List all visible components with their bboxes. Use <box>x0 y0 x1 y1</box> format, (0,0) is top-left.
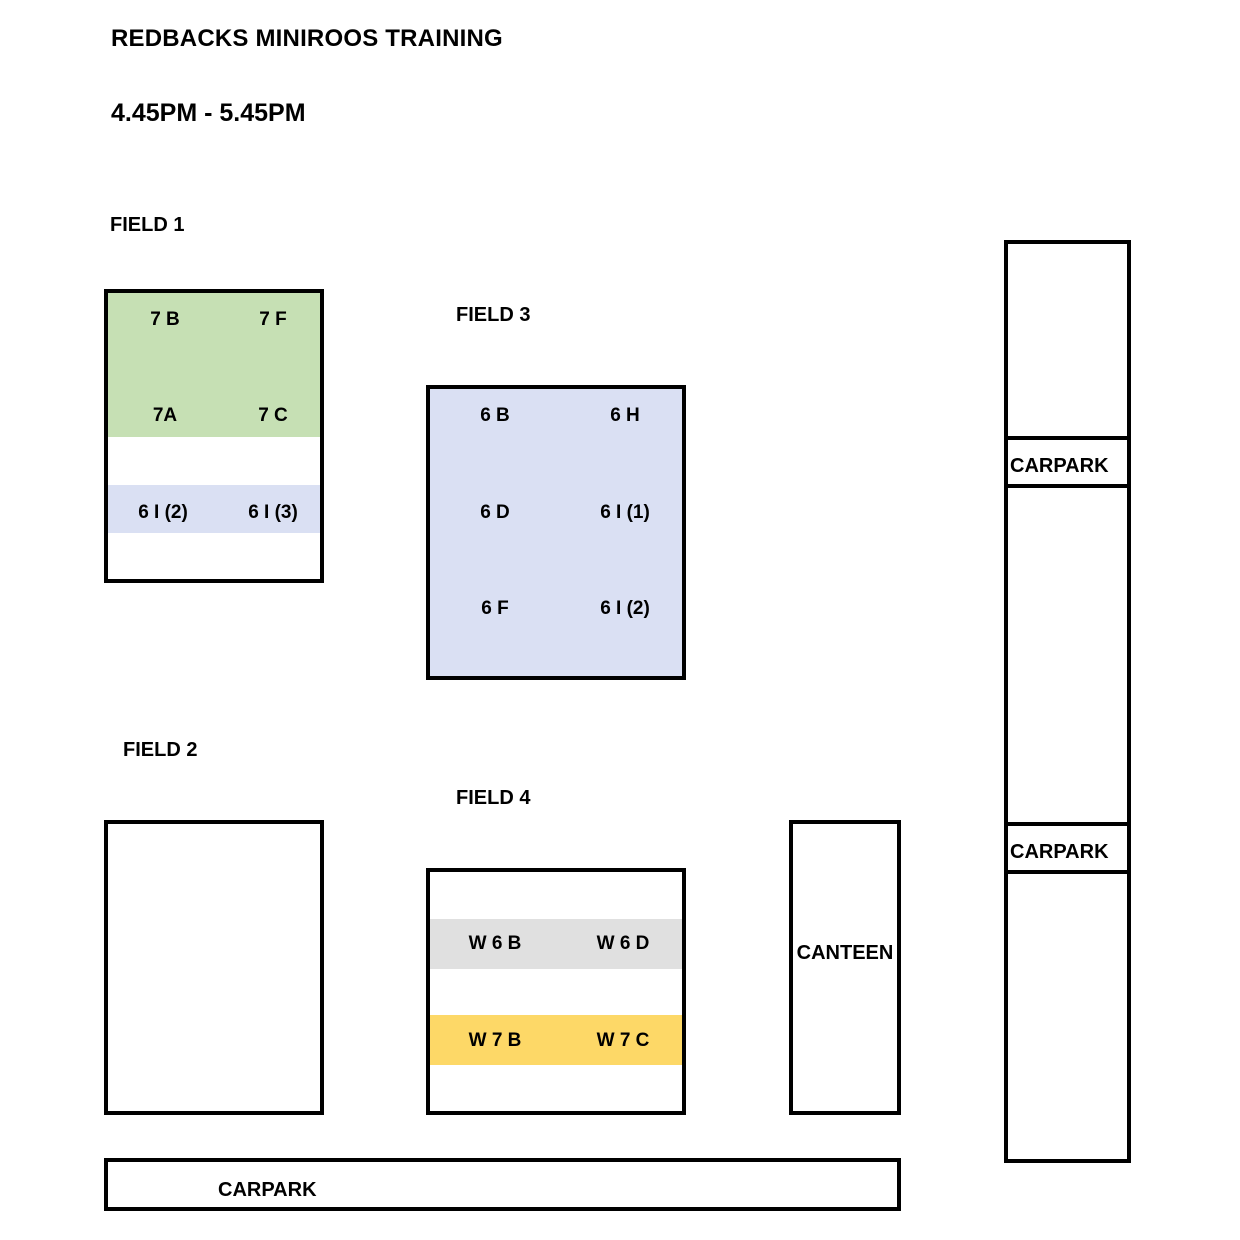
field-1[interactable]: 7 B 7 F 7A 7 C 6 I (2) 6 I (3) <box>104 289 324 583</box>
carpark-right-bottom-label: CARPARK <box>1010 841 1109 863</box>
team-slot: W 6 B <box>468 933 522 954</box>
team-slot: 6 I (2) <box>138 502 188 523</box>
carpark-bottom-label: CARPARK <box>218 1179 317 1201</box>
team-slot: W 7 C <box>596 1030 650 1051</box>
field-4[interactable]: W 6 B W 6 D W 7 B W 7 C <box>426 868 686 1115</box>
team-slot: W 6 D <box>596 933 650 954</box>
page-title: REDBACKS MINIROOS TRAINING <box>111 25 503 52</box>
field-3[interactable]: 6 B 6 H 6 D 6 I (1) 6 F 6 I (2) <box>426 385 686 680</box>
team-slot: 6 B <box>480 405 510 426</box>
w6-zone <box>430 919 682 969</box>
team-slot: 6 I (3) <box>248 502 298 523</box>
field-2[interactable] <box>104 820 324 1115</box>
carpark-divider <box>1008 484 1127 488</box>
canteen-label: CANTEEN <box>796 942 894 964</box>
team-slot: 7 B <box>150 309 180 330</box>
carpark-divider <box>1008 822 1127 826</box>
field-3-label: FIELD 3 <box>456 304 531 326</box>
team-slot: 6 I (1) <box>600 502 650 523</box>
carpark-right[interactable]: CARPARK CARPARK <box>1004 240 1131 1163</box>
carpark-bottom[interactable]: CARPARK <box>104 1158 901 1211</box>
under7-zone <box>108 293 320 437</box>
carpark-divider <box>1008 436 1127 440</box>
team-slot: 6 H <box>610 405 640 426</box>
w7-zone <box>430 1015 682 1065</box>
team-slot: 6 I (2) <box>600 598 650 619</box>
canteen[interactable]: CANTEEN <box>789 820 901 1115</box>
under6-zone <box>108 485 320 533</box>
field-2-label: FIELD 2 <box>123 739 198 761</box>
team-slot: 7 C <box>258 405 288 426</box>
team-slot: 6 F <box>481 598 509 619</box>
team-slot: 7 F <box>259 309 287 330</box>
team-slot: 6 D <box>480 502 510 523</box>
carpark-right-top-label: CARPARK <box>1010 455 1109 477</box>
team-slot: 7A <box>152 405 178 426</box>
team-slot: W 7 B <box>468 1030 522 1051</box>
field-4-label: FIELD 4 <box>456 787 531 809</box>
carpark-divider <box>1008 870 1127 874</box>
session-time: 4.45PM - 5.45PM <box>111 99 306 127</box>
field-1-label: FIELD 1 <box>110 214 185 236</box>
